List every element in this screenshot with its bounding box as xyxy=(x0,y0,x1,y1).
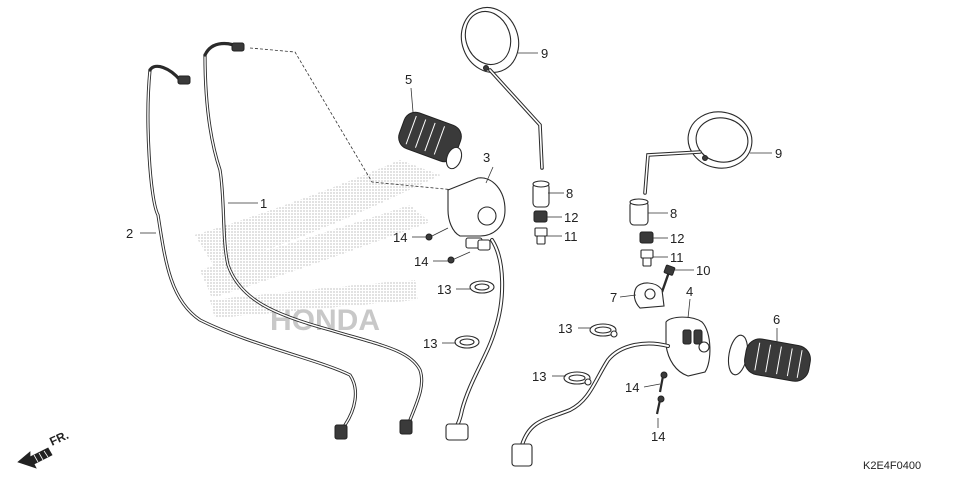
throttle-cable[interactable] xyxy=(203,42,424,435)
bolt-10 xyxy=(660,264,676,293)
callout-11-right: 11 xyxy=(670,250,684,265)
callout-12-right: 12 xyxy=(670,231,684,246)
wire-band-13-c xyxy=(589,323,618,338)
callout-13-b: 13 xyxy=(423,336,437,351)
cable-end-fitting xyxy=(231,42,245,52)
callout-13-d: 13 xyxy=(532,369,546,384)
switch-housing-right[interactable] xyxy=(665,316,711,377)
callout-2: 2 xyxy=(126,226,133,241)
callout-9-right: 9 xyxy=(775,146,782,161)
mirror-cap-left xyxy=(532,180,550,208)
reference-line xyxy=(249,47,456,191)
cable-end-fitting xyxy=(399,419,413,435)
screw-14-mid xyxy=(447,251,471,264)
callout-7: 7 xyxy=(610,290,617,305)
mirror-cap-right xyxy=(629,198,649,226)
wire-connector xyxy=(445,423,469,441)
switch-wire-left xyxy=(445,238,505,441)
cable-end-fitting xyxy=(334,424,348,440)
callout-labels: 1 2 3 4 5 6 7 8 8 9 9 10 11 11 12 12 13 … xyxy=(126,46,782,444)
front-direction-indicator: FR. xyxy=(17,428,71,469)
adapter-right xyxy=(640,249,654,267)
switch-wire-right xyxy=(511,341,670,467)
callout-6: 6 xyxy=(773,312,780,327)
callout-14-b: 14 xyxy=(414,254,428,269)
switch-holder xyxy=(633,282,665,309)
callout-8-right: 8 xyxy=(670,206,677,221)
throttle-grip[interactable] xyxy=(395,109,464,171)
adapter-left xyxy=(534,227,548,245)
hand-grip-right[interactable] xyxy=(726,334,813,384)
wire-band-13-a xyxy=(469,280,495,294)
mirror-right[interactable] xyxy=(643,107,756,195)
screw-14-top xyxy=(425,227,449,241)
diagram-code: K2E4F0400 xyxy=(863,460,921,472)
callout-10: 10 xyxy=(696,263,710,278)
honda-wing-watermark: HONDA xyxy=(195,160,440,337)
callout-4: 4 xyxy=(686,284,693,299)
direction-label: FR. xyxy=(47,428,70,449)
callout-8-left: 8 xyxy=(566,186,573,201)
screw-14-right-b xyxy=(655,395,665,415)
mirror-left[interactable] xyxy=(452,0,544,170)
wire-band-13-b xyxy=(454,335,480,349)
nut-right xyxy=(639,231,654,244)
callout-13-c: 13 xyxy=(558,321,572,336)
wire-band-13-d xyxy=(563,371,592,386)
callout-13-a: 13 xyxy=(437,282,451,297)
callout-14-c: 14 xyxy=(625,380,639,395)
callout-14-a: 14 xyxy=(393,230,407,245)
clutch-cable[interactable] xyxy=(146,64,358,440)
cable-end-fitting xyxy=(177,75,191,85)
watermark-lettering: HONDA xyxy=(270,304,380,337)
callout-11-left: 11 xyxy=(564,229,578,244)
wire-connector xyxy=(511,443,533,467)
callout-9-top: 9 xyxy=(541,46,548,61)
leader-lines xyxy=(140,52,778,428)
callout-1: 1 xyxy=(260,196,267,211)
nut-left xyxy=(533,210,548,223)
screw-14-right-a xyxy=(658,371,668,393)
throttle-housing[interactable] xyxy=(447,177,506,251)
callout-12-left: 12 xyxy=(564,210,578,225)
callout-14-d: 14 xyxy=(651,429,665,444)
callout-3: 3 xyxy=(483,150,490,165)
callout-5: 5 xyxy=(405,72,412,87)
arrow-icon xyxy=(17,447,53,469)
